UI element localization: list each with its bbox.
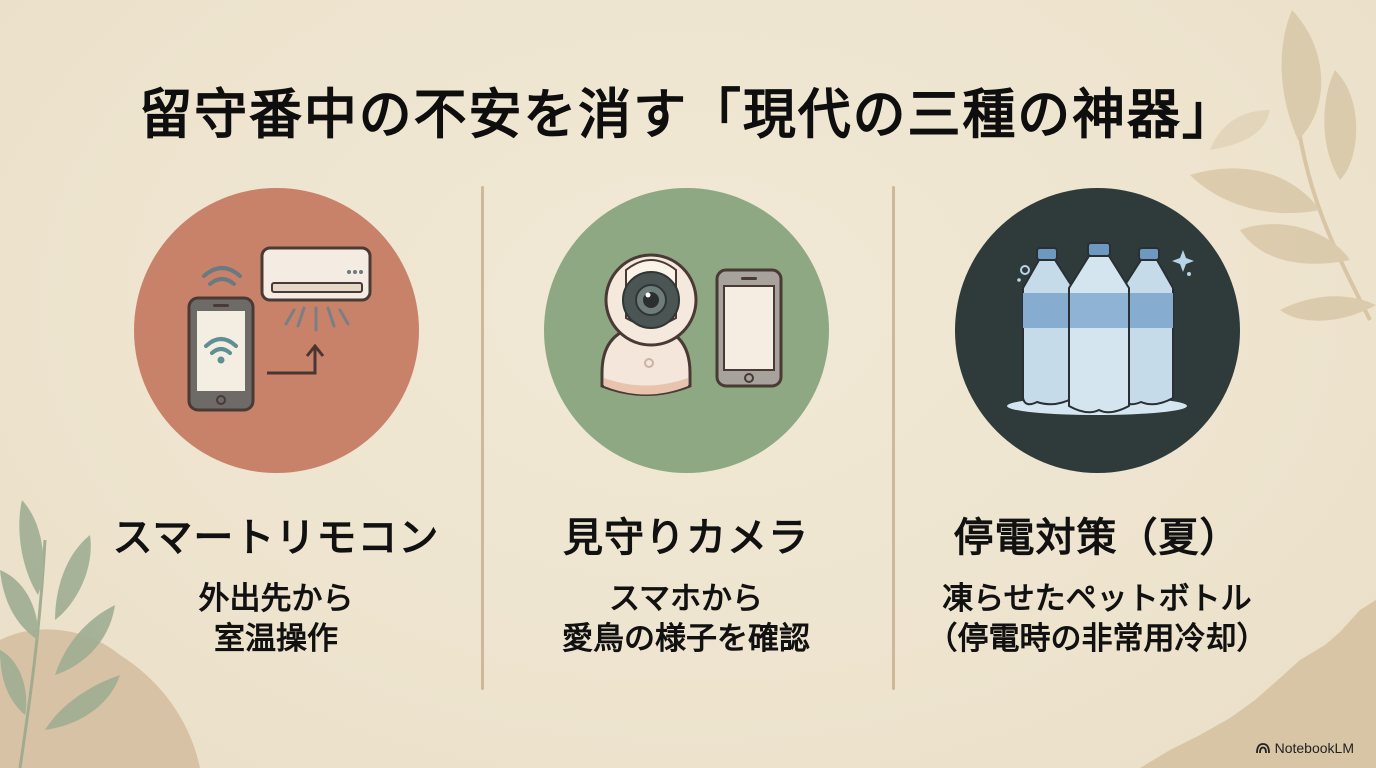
paper-decoration-bottom-right	[1140, 600, 1376, 768]
page-title: 留守番中の不安を消す「現代の三種の神器」	[139, 83, 1237, 146]
feature-description: スマホから 愛鳥の様子を確認	[562, 581, 810, 657]
feature-heading: スマートリモコン	[112, 515, 440, 561]
notebooklm-watermark: NotebookLM	[1255, 740, 1354, 756]
camera-smartphone-icon	[543, 188, 829, 473]
feature-column-monitoring-camera: 見守りカメラ スマホから 愛鳥の様子を確認	[476, 188, 896, 659]
column-divider	[892, 186, 895, 690]
smartphone-aircon-icon	[133, 188, 419, 473]
feature-heading: 見守りカメラ	[563, 515, 809, 561]
frozen-bottles-icon	[954, 188, 1240, 473]
leaf-decoration-bottom-left	[0, 500, 200, 768]
brand-label: NotebookLM	[1274, 740, 1354, 756]
feature-description: 凍らせたペットボトル （停電時の非常用冷却）	[926, 581, 1268, 657]
column-divider	[481, 186, 484, 690]
notebooklm-logo-icon	[1255, 742, 1270, 753]
feature-heading: 停電対策（夏）	[953, 515, 1241, 561]
feature-column-power-outage: 停電対策（夏） 凍らせたペットボトル （停電時の非常用冷却）	[887, 188, 1307, 659]
feature-column-smart-remote: スマートリモコン 外出先から 室温操作	[66, 188, 486, 659]
feature-description: 外出先から 室温操作	[198, 581, 354, 657]
leaf-decoration-top-right	[1190, 10, 1376, 321]
